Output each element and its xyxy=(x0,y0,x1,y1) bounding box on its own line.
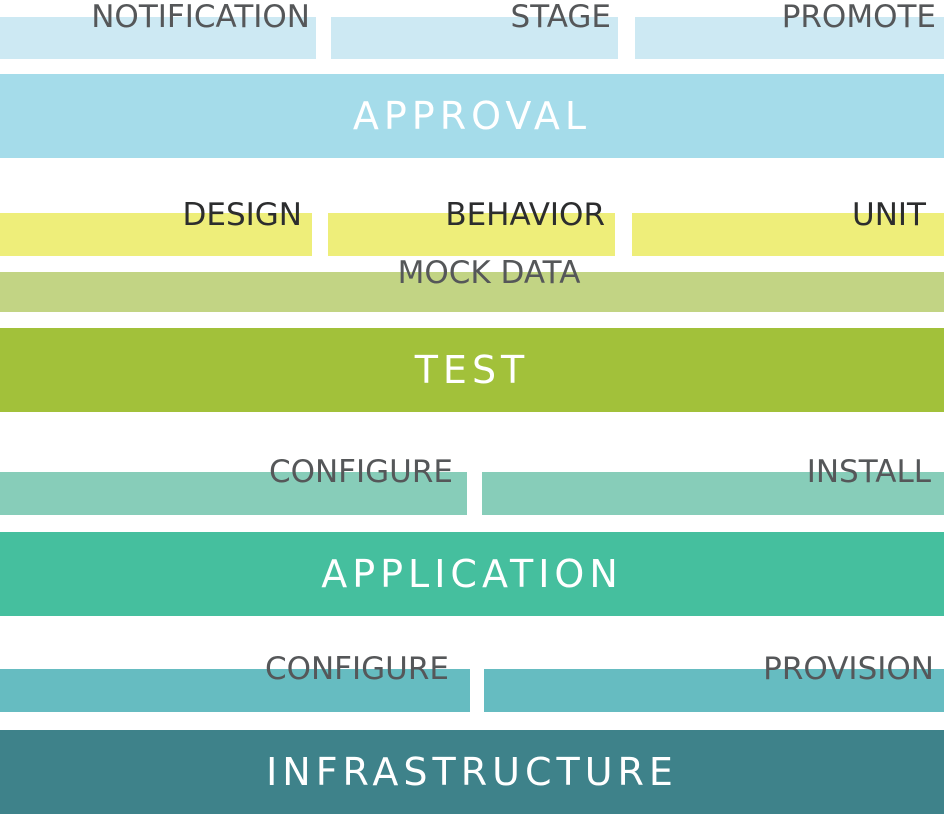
provision-label: PROVISION xyxy=(763,651,934,687)
mock-data-bar xyxy=(0,272,944,312)
approval-title: APPROVAL xyxy=(352,94,592,138)
test-bar: TEST xyxy=(0,328,944,412)
infrastructure-configure-label: CONFIGURE xyxy=(264,651,449,687)
test-sub-bar-behavior xyxy=(328,213,615,256)
notification-label: NOTIFICATION xyxy=(91,0,310,35)
approval-sub-bar-promote xyxy=(635,17,944,59)
test-sub-bar-design xyxy=(0,213,312,256)
approval-sub-bar-notification xyxy=(0,17,316,59)
install-label: INSTALL xyxy=(806,454,931,490)
mock-data-label: MOCK DATA xyxy=(397,255,581,291)
application-sub-bar-configure xyxy=(0,472,467,515)
design-label: DESIGN xyxy=(182,197,303,233)
application-sub-bar-install xyxy=(482,472,944,515)
test-sub-bar-unit xyxy=(632,213,944,256)
approval-sub-bar-stage xyxy=(331,17,618,59)
promote-label: PROMOTE xyxy=(781,0,936,35)
unit-label: UNIT xyxy=(852,197,926,233)
infrastructure-sub-bar-configure xyxy=(0,669,470,712)
behavior-label: BEHAVIOR xyxy=(445,197,605,233)
approval-bar: APPROVAL xyxy=(0,74,944,158)
infrastructure-bar: INFRASTRUCTURE xyxy=(0,730,944,814)
infrastructure-title: INFRASTRUCTURE xyxy=(266,750,678,794)
infrastructure-sub-bar-provision xyxy=(484,669,944,712)
application-title: APPLICATION xyxy=(321,552,623,596)
application-bar: APPLICATION xyxy=(0,532,944,616)
test-title: TEST xyxy=(414,348,530,392)
stage-label: STAGE xyxy=(510,0,611,35)
application-configure-label: CONFIGURE xyxy=(268,454,453,490)
